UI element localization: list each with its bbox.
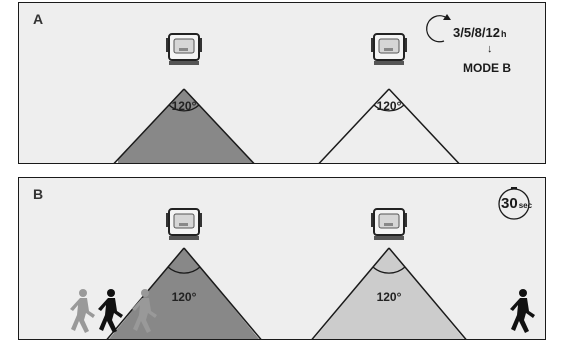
timer-cycle-icon bbox=[427, 14, 451, 42]
sec-unit: sec bbox=[519, 201, 532, 210]
walking-person-icon bbox=[98, 289, 123, 333]
arrow-down-icon: ↓ bbox=[487, 43, 493, 55]
sec-label: 30sec bbox=[501, 195, 532, 212]
panel-label-b: B bbox=[33, 186, 43, 202]
panel-b: B 120° 120° 30sec bbox=[18, 177, 546, 340]
left-angle-label: 120° bbox=[164, 290, 204, 304]
timer-unit: h bbox=[501, 29, 507, 39]
walking-person-icon bbox=[70, 289, 95, 333]
panel-a: A 120° 120° 3/5/8/12h ↓ MODE B bbox=[18, 2, 546, 164]
mode-label: MODE B bbox=[463, 61, 511, 75]
floodlight-icon bbox=[371, 34, 407, 65]
moon-icon bbox=[141, 17, 156, 36]
floodlight-icon bbox=[166, 209, 202, 240]
timer-values: 3/5/8/12h bbox=[453, 25, 507, 40]
floodlight-icon bbox=[371, 209, 407, 240]
right-angle-label: 120° bbox=[369, 290, 409, 304]
left-angle-label: 120° bbox=[164, 99, 204, 113]
floodlight-icon bbox=[166, 34, 202, 65]
panel-b-drawing bbox=[19, 178, 545, 339]
moon-icon bbox=[141, 191, 156, 210]
panel-label-a: A bbox=[33, 11, 43, 27]
walking-person-icon bbox=[510, 289, 535, 333]
right-angle-label: 120° bbox=[369, 99, 409, 113]
